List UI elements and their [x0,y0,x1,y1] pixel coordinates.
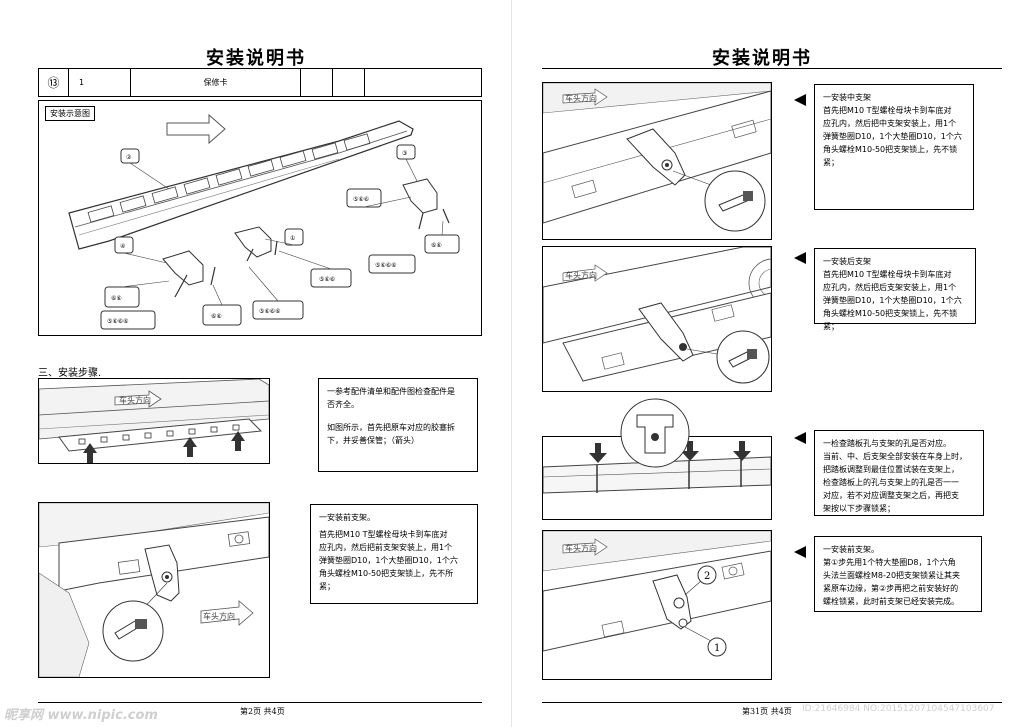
note-line: 一参考配件清单和配件图检查配件是 [327,387,455,396]
step-rear-note: 一安装后支架 首先把M10 T型螺栓母块卡到车底对 应孔内，然后把后支架安装上，… [814,248,976,331]
exploded-view-illustration: ② ③ ⑤⑥⑥ ④ ① ⑥⑥ ⑤⑥⑥⑥ ⑤⑥⑥ ⑥⑥ ⑥⑥ ⑤⑥⑥⑥ ⑤⑥⑥⑥ [68,113,460,330]
note-line: 当前、中、后支架全部安装在车身上时， [823,452,967,461]
step-remove-plugs-figure: 车头方向 [38,378,270,464]
direction-arrow-icon [166,113,226,145]
note-line: 应孔内，然后把前支架安装上，用1个 [319,543,453,552]
watermark-id: ID:21646984 NO:20151207104547103607 [802,704,995,714]
right-header-rule [542,68,1002,69]
note-line: 一安装后支架 [823,257,871,266]
install-diagram-box: 安装示意图 ② ③ [38,100,482,336]
arrow-icon [83,431,245,463]
note-line: 应孔内，然后把中支架安装上，用1个 [823,119,957,128]
parts-name: 保修卡 [131,69,301,96]
pointer-arrow-icon [794,432,806,444]
note-line: 一检查踏板孔与支架的孔是否对应。 [823,439,951,448]
pointer-arrow-icon [794,252,806,264]
note-line: 一安装前支架。 [823,545,879,554]
note-line: 第①步先用1个特大垫圈D8，1个六角 [823,558,956,567]
running-board-check-illustration [543,441,771,494]
note-line: 下，并妥善保管；（箭头） [327,436,419,445]
left-page: 安装说明书 ⑬ 1 保修卡 安装示意图 [4,48,482,723]
direction-label: 车头方向 [565,543,597,553]
parts-empty-1 [301,69,333,96]
left-page-number: 第2页 共4页 [240,707,285,716]
step-front-lock-note: 一安装前支架。 第①步先用1个特大垫圈D8，1个六角 头法兰面螺栓M8-20把支… [814,536,982,612]
note-line: 弹簧垫圈D10，1个大垫圈D10，1个六 [823,132,962,141]
note-line: 角头螺栓M10-50把支架锁上，先不锁 [823,145,958,154]
step-front-lock-figure: 2 1 车头方向 [542,530,772,680]
note-line: 紧原车边缘，第②步再把之前安装好的 [823,584,959,593]
svg-text:⑥⑥: ⑥⑥ [431,242,442,249]
parts-qty: 1 [69,69,131,96]
pointer-arrow-icon [794,546,806,558]
svg-text:⑤⑥⑥: ⑤⑥⑥ [319,276,335,283]
front-bracket-illustration: 车头方向 [39,503,269,677]
right-page-title: 安装说明书 [712,48,812,69]
step-front-bracket-figure: 车头方向 [38,502,270,678]
note-line: 螺栓锁紧，此时前支架已经安装完成。 [823,597,959,606]
right-page: 安装说明书 车头方向 一安装中支架 首先把M10 T型螺栓母块卡到车底对 应孔内… [512,0,1024,727]
svg-text:④: ④ [120,243,125,250]
note-line: 否齐全。 [327,400,359,409]
note-line: 一安装中支架 [823,93,871,102]
note-line: 应孔内，然后把后支架安装上，用1个 [823,283,957,292]
direction-label: 车头方向 [565,270,597,280]
watermark-brand: 昵享网 www.nipic.com [4,708,158,723]
note-line: 首先把M10 T型螺栓母块卡到车底对 [823,106,952,115]
left-page-title: 安装说明书 [206,48,306,69]
step-mid-note: 一安装中支架 首先把M10 T型螺栓母块卡到车底对 应孔内，然后把中支架安装上，… [814,84,974,210]
note-line: 首先把M10 T型螺栓母块卡到车底对 [319,530,448,539]
direction-label: 车头方向 [565,93,597,103]
bracket-closeup-circle [620,398,690,468]
mid-bracket-illustration: 车头方向 [543,83,771,232]
note-line: 角头螺栓M10-50把支架锁上，先不锁紧； [823,309,958,331]
note-line: 对应，若不对应调整支架之后，再把支 [823,491,959,500]
arrow-icon [589,441,751,463]
note-line: 如图所示，首先把原车对应的胶塞拆 [327,423,455,432]
right-page-number: 第31页 共4页 [742,707,792,716]
svg-text:⑥⑥: ⑥⑥ [211,313,222,320]
note-line: 一安装前支架。 [319,513,375,522]
svg-text:①: ① [290,235,295,242]
svg-text:⑤⑥⑥⑥: ⑤⑥⑥⑥ [259,308,281,315]
note-line: 把踏板调整到最佳位置试装在支架上， [823,465,959,474]
callout-two-label: 2 [704,571,710,582]
right-footer-rule [542,702,1002,703]
svg-text:⑤⑥⑥: ⑤⑥⑥ [353,196,369,203]
svg-text:②: ② [126,154,132,161]
section-heading: 三、安装步骤. [38,368,102,379]
note-line: 头法兰面螺栓M8-20把支架锁紧让其夹 [823,571,961,580]
svg-text:③: ③ [402,150,407,157]
note-line: 检查踏板上的孔与支架上的孔是否一一 [823,478,959,487]
step-check-note: 一检查踏板孔与支架的孔是否对应。 当前、中、后支架全部安装在车身上时， 把踏板调… [814,430,984,516]
left-footer-rule [38,702,482,703]
note-line: 首先把M10 T型螺栓母块卡到车底对 [823,270,952,279]
step-prep-note: 一参考配件清单和配件图检查配件是 否齐全。 如图所示，首先把原车对应的胶塞拆 下… [318,378,478,472]
parts-table-row: ⑬ 1 保修卡 [38,68,482,97]
front-lock-illustration: 2 1 车头方向 [543,531,771,657]
direction-label: 车头方向 [119,395,151,405]
step-mid-bracket-figure: 车头方向 [542,82,772,240]
step-front-note: 一安装前支架。 首先把M10 T型螺栓母块卡到车底对 应孔内，然后把前支架安装上… [310,504,478,604]
note-line: 弹簧垫圈D10，1个大垫圈D10，1个六 [319,556,458,565]
underbody-plugs-illustration: 车头方向 [39,379,269,463]
note-line: 角头螺栓M10-50把支架锁上，先不所 [319,569,454,578]
svg-text:⑤⑥⑥⑥: ⑤⑥⑥⑥ [107,318,129,325]
note-line: 架按以下步骤锁紧； [823,504,895,513]
parts-empty-2 [333,69,365,96]
callout-one-label: 1 [714,643,720,654]
step-rear-bracket-figure: 车头方向 [542,246,772,392]
note-line: 紧； [319,582,335,591]
parts-index: ⑬ [39,69,69,96]
svg-text:⑤⑥⑥⑥: ⑤⑥⑥⑥ [375,262,397,269]
step-check-figure [542,398,772,520]
install-diagram-label: 安装示意图 [45,106,95,121]
svg-text:⑥⑥: ⑥⑥ [111,295,122,302]
note-line: 弹簧垫圈D10，1个大垫圈D10，1个六 [823,296,962,305]
page-divider [511,0,512,727]
rear-bracket-illustration: 车头方向 [543,247,771,384]
direction-label: 车头方向 [203,611,235,621]
note-line: 紧； [823,158,839,167]
pointer-arrow-icon [794,94,806,106]
